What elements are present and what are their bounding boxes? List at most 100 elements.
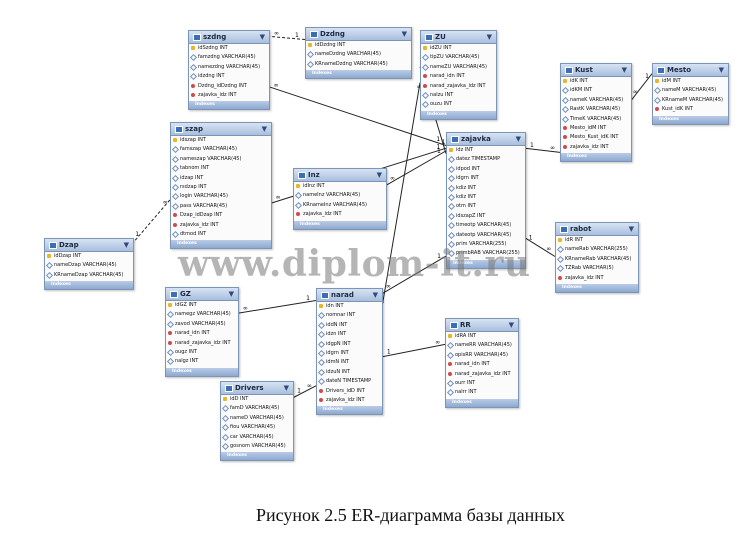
primary-key-icon	[423, 46, 427, 50]
table-icon	[321, 292, 329, 299]
column-label: zajavka_idz INT	[326, 396, 365, 403]
cardinality-label: 1	[645, 73, 649, 80]
column-label: idInz INT	[303, 183, 325, 189]
column-label: ougz INT	[175, 348, 197, 355]
table-column: tipZU VARCHAR(45)	[421, 53, 496, 62]
table-column: famzdng VARCHAR(45)	[189, 53, 269, 62]
table-column: gosnom VARCHAR(45)	[221, 442, 293, 451]
table-column: idmN INT	[317, 358, 382, 367]
indexes-footer: Indexes	[294, 220, 386, 229]
table-column: zajavka_idz INT	[556, 274, 638, 283]
column-label: Dzdng_idDzdng INT	[198, 82, 247, 89]
attribute-icon	[446, 351, 455, 359]
column-label: iddN INT	[326, 321, 348, 328]
attribute-icon	[171, 183, 180, 191]
column-label: nomnar INT	[326, 312, 356, 319]
table-column: narad_zajavka_idz INT	[446, 370, 518, 379]
attribute-icon	[447, 184, 456, 192]
table-name: rabot	[570, 225, 592, 233]
attribute-icon	[45, 262, 54, 270]
column-label: fiou VARCHAR(45)	[230, 424, 276, 431]
attribute-icon	[421, 91, 430, 99]
cardinality-label: ∞	[417, 84, 422, 91]
indexes-footer: Indexes	[221, 452, 293, 461]
table-column: idM INT	[653, 77, 728, 86]
cardinality-label: ∞	[163, 199, 168, 206]
relation-line-drivers-narad	[291, 385, 317, 399]
column-label: idzdng INT	[198, 73, 225, 80]
column-label: idszap INT	[180, 137, 206, 143]
table-column: Mesto_Kust_idK INT	[561, 133, 631, 142]
collapse-arrow-icon: ▼	[401, 30, 407, 38]
primary-key-icon	[173, 138, 177, 142]
indexes-footer: Indexes	[653, 115, 728, 124]
attribute-icon	[166, 320, 175, 328]
table-name: narad	[331, 291, 354, 299]
table-column: idzap INT	[171, 174, 271, 183]
column-label: idn INT	[326, 303, 344, 309]
primary-key-icon	[448, 334, 452, 338]
attribute-icon	[446, 389, 455, 397]
column-label: zajavka_idz INT	[198, 91, 237, 98]
table-icon	[451, 136, 459, 143]
relation-line-narad-zajavka	[380, 255, 447, 295]
table-column: famszap VARCHAR(45)	[171, 145, 271, 154]
attribute-icon	[171, 174, 180, 182]
column-label: idKM INT	[570, 87, 593, 94]
attribute-icon	[171, 202, 180, 210]
table-column: pass VARCHAR(45)	[171, 202, 271, 211]
indexes-footer: Indexes	[447, 259, 525, 268]
table-column: rsdzap INT	[171, 183, 271, 192]
column-label: nalzu INT	[430, 91, 454, 98]
column-label: dtmod INT	[180, 230, 207, 237]
collapse-arrow-icon: ▼	[621, 66, 627, 74]
column-label: idgpN INT	[326, 340, 351, 347]
attribute-icon	[166, 358, 175, 366]
foreign-key-icon	[191, 83, 195, 88]
attribute-icon	[221, 433, 230, 441]
column-label: idR INT	[565, 237, 583, 243]
column-label: kdiz INT	[456, 184, 476, 191]
attribute-icon	[421, 63, 430, 71]
column-label: narad_zajavka_idz INT	[455, 370, 511, 377]
attribute-icon	[317, 378, 326, 386]
column-label: opisRR VARCHAR(45)	[455, 351, 508, 358]
table-column: idszap INT	[171, 136, 271, 145]
attribute-icon	[221, 424, 230, 432]
table-column: prim VARCHAR(255)	[447, 240, 525, 249]
collapse-arrow-icon: ▼	[123, 241, 129, 249]
column-label: idSzdng INT	[198, 45, 228, 51]
foreign-key-icon	[173, 222, 177, 227]
column-label: nameszap VARCHAR(45)	[180, 155, 242, 162]
table-header: Inz▼	[294, 169, 386, 182]
attribute-icon	[447, 203, 456, 211]
column-label: idgrn INT	[456, 175, 479, 182]
table-column: primbRAB VARCHAR(255)	[447, 249, 525, 258]
table-column: idR INT	[556, 236, 638, 245]
column-label: zajavka_idz INT	[303, 211, 342, 218]
table-column: nalrr INT	[446, 388, 518, 397]
indexes-footer: Indexes	[561, 153, 631, 162]
table-icon	[49, 242, 57, 249]
column-label: nameRab VARCHAR(255)	[565, 246, 628, 253]
table-column: nameRab VARCHAR(255)	[556, 245, 638, 254]
column-label: primbRAB VARCHAR(255)	[456, 250, 520, 257]
attribute-icon	[556, 265, 565, 273]
collapse-arrow-icon: ▼	[515, 135, 521, 143]
cardinality-label: 1	[387, 348, 391, 355]
column-label: idz INT	[456, 147, 474, 153]
column-label: datez TIMESTAMP	[456, 156, 501, 163]
table-icon	[193, 34, 201, 41]
table-column: namegz VARCHAR(45)	[166, 310, 238, 319]
column-label: nameDzdng VARCHAR(45)	[315, 51, 381, 58]
attribute-icon	[306, 51, 315, 59]
foreign-key-icon	[423, 83, 427, 88]
table-column: KRnameRab VARCHAR(45)	[556, 255, 638, 264]
column-label: zajavka_idz INT	[565, 274, 604, 281]
table-column: RastK VARCHAR(45)	[561, 105, 631, 114]
column-label: narad_zajavka_idz INT	[430, 82, 486, 89]
table-column: zajavka_idz INT	[561, 143, 631, 152]
